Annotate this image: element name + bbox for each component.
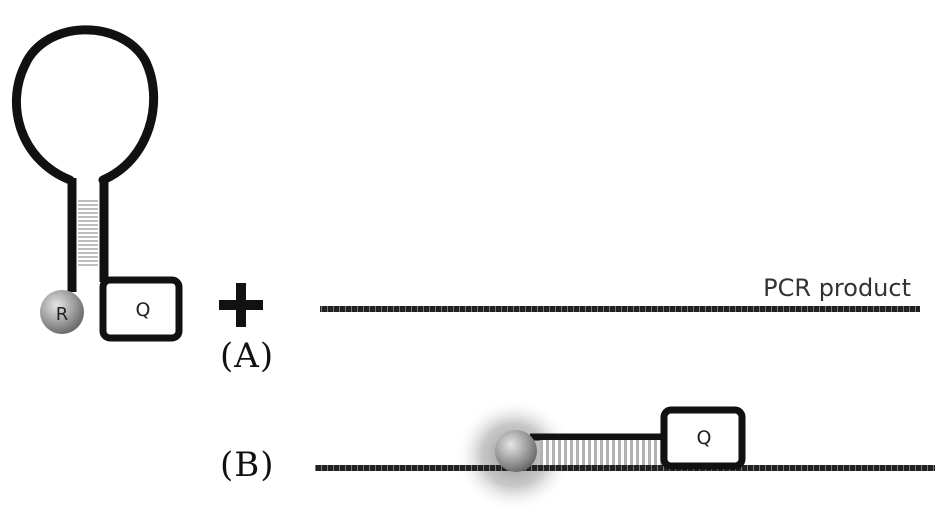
quencher-box-B [660,406,746,470]
reporter-ball-A [40,290,84,334]
panel-label-a: (A) [220,336,275,376]
reporter-label-A: R [56,304,69,325]
quencher-label-A: Q [136,299,151,321]
target-strand-B [315,465,935,471]
panel-label-b: (B) [220,445,275,485]
stem-base-pairs [78,198,98,268]
beacon-hairpin: R Q [11,25,183,342]
hybrid-base-pairs [540,440,664,465]
hybridized-beacon: Q [315,398,935,512]
pcr-product-label: PCR product [763,274,911,302]
pcr-product-strand [320,306,920,312]
reporter-ball-B [495,430,537,472]
beacon-loop [11,25,159,185]
quencher-box-A [99,276,183,342]
quencher-label-B: Q [697,427,712,449]
plus-sign [219,283,263,327]
